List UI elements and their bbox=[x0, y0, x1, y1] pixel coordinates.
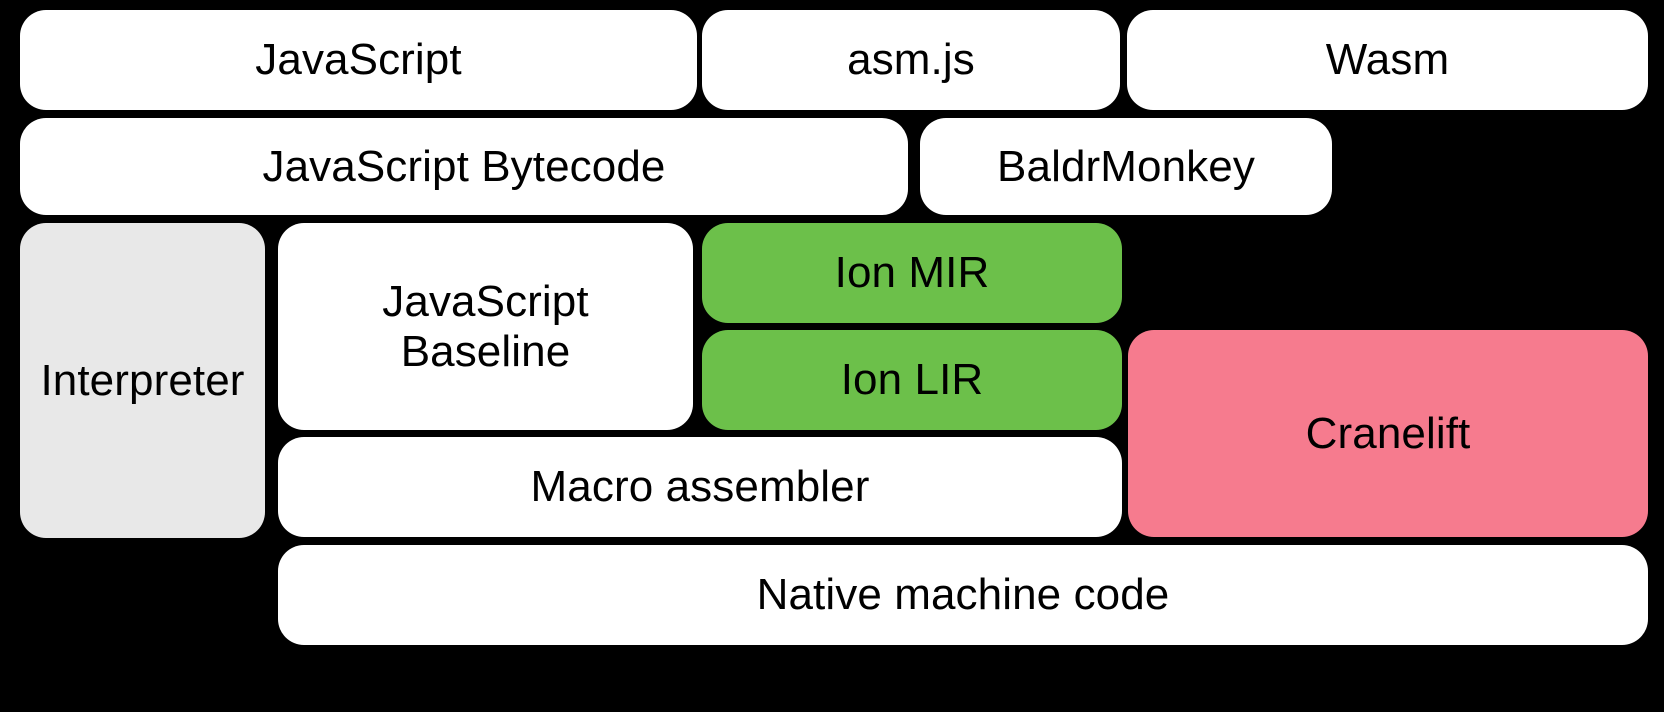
node-asmjs: asm.js bbox=[702, 10, 1120, 110]
node-javascript-baseline: JavaScript Baseline bbox=[278, 223, 693, 430]
node-macro-assembler: Macro assembler bbox=[278, 437, 1122, 537]
node-baldrmonkey: BaldrMonkey bbox=[920, 118, 1332, 215]
node-cranelift: Cranelift bbox=[1128, 330, 1648, 537]
node-interpreter: Interpreter bbox=[20, 223, 265, 538]
node-native-machine-code: Native machine code bbox=[278, 545, 1648, 645]
node-wasm: Wasm bbox=[1127, 10, 1648, 110]
node-javascript: JavaScript bbox=[20, 10, 697, 110]
node-js-bytecode: JavaScript Bytecode bbox=[20, 118, 908, 215]
node-ion-mir: Ion MIR bbox=[702, 223, 1122, 323]
node-ion-lir: Ion LIR bbox=[702, 330, 1122, 430]
